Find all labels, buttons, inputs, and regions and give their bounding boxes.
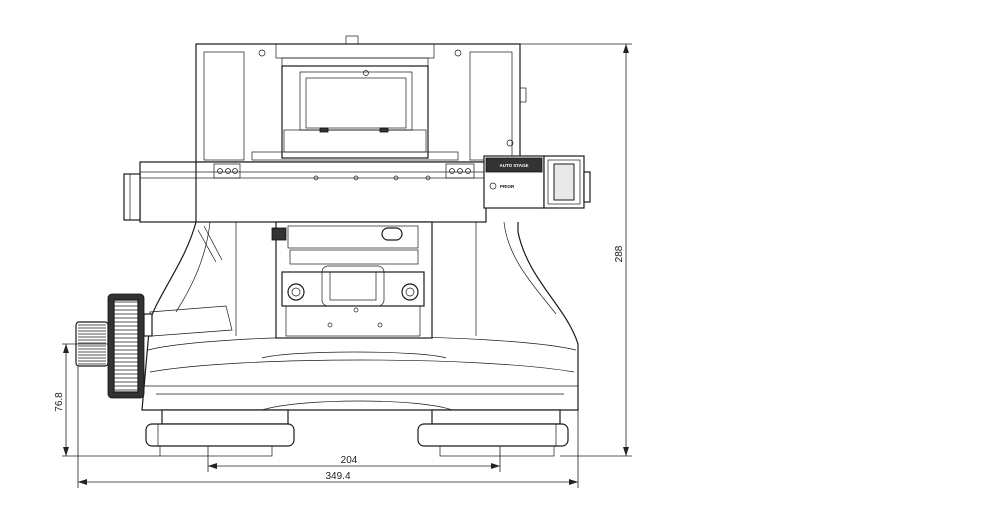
auto-stage-label: AUTO STAGE [499,163,528,168]
focus-knob [75,293,153,399]
focus-block [197,221,433,339]
upper-housing [195,35,527,163]
width-dimension: 349.4 [77,366,579,488]
foot-spacing-value: 204 [341,455,358,466]
foot-height-value: 76.8 [54,392,65,412]
foot-spacing-dimension: 204 [207,446,501,472]
foot-left [145,409,295,457]
stage-bar [123,161,487,223]
foot-right [417,409,569,457]
brand-label: PRIOR [500,184,515,189]
width-value: 349.4 [325,471,350,482]
foot-height-dimension: 76.8 [54,343,160,457]
nosepiece-mount [281,265,425,307]
height-dimension: 288 [520,43,632,457]
auto-stage-motor: AUTO STAGE PRIOR [483,155,591,209]
stage-screws-right [445,163,475,179]
height-value: 288 [614,245,625,262]
stage-screws-left [213,163,241,179]
